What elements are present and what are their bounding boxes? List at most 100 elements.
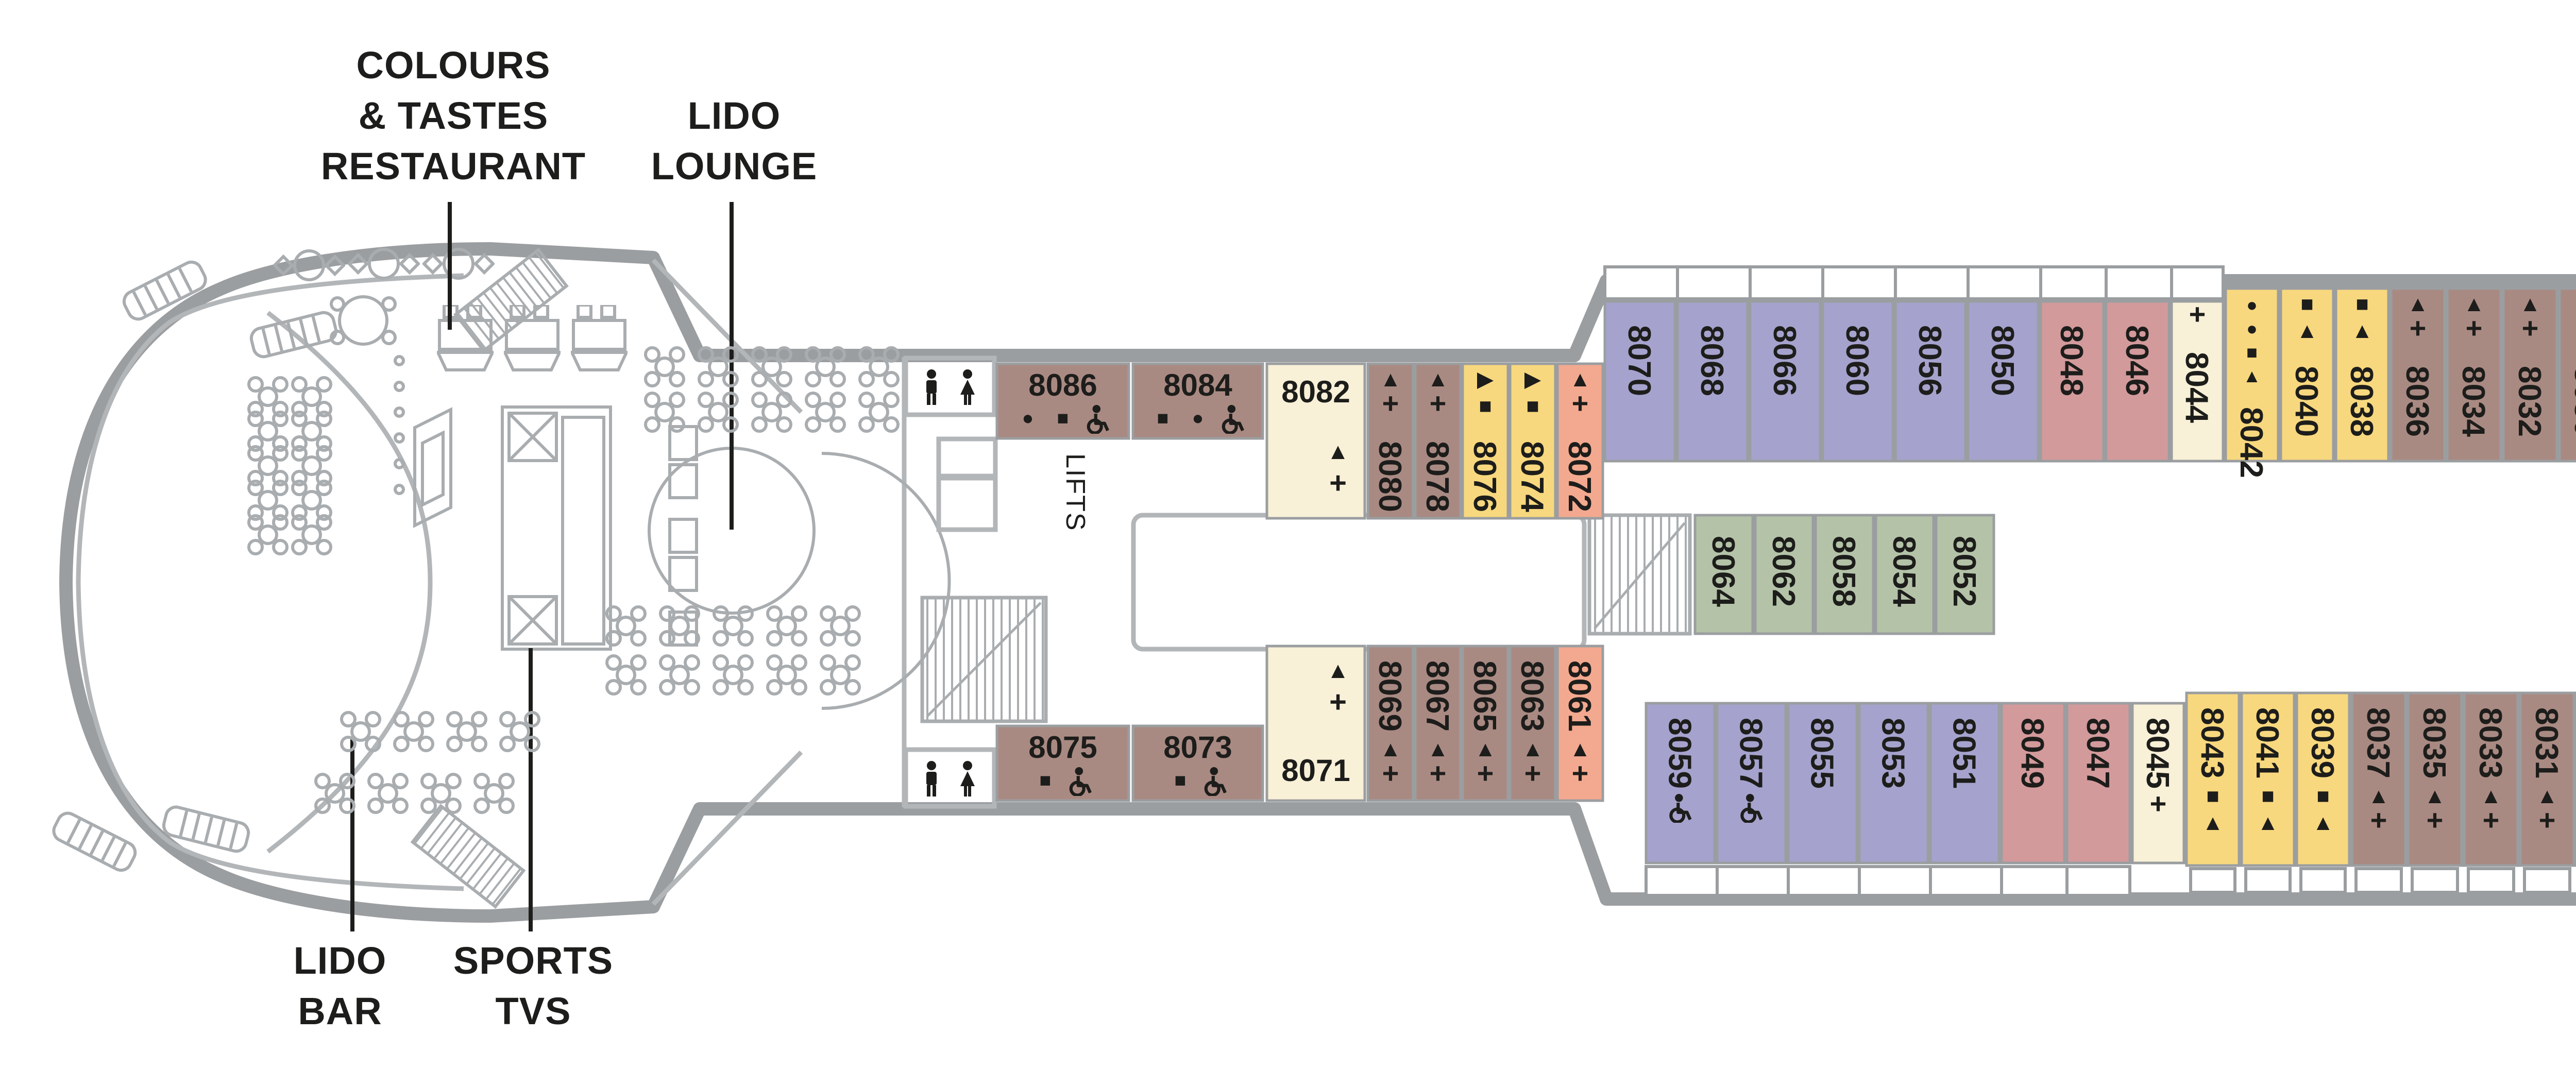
- plus-icon: +: [2427, 804, 2444, 836]
- cabin-8034[interactable]: ▲+8034: [2446, 287, 2502, 463]
- bar-stool-icon: [668, 556, 698, 592]
- cabin-8038[interactable]: ■▲8038: [2334, 287, 2390, 463]
- cabin-number: 8071: [1281, 753, 1350, 788]
- cabin-8067[interactable]: 8067▲+: [1414, 645, 1462, 802]
- cabin-8070[interactable]: 8070: [1603, 300, 1676, 463]
- cabin-number: 8056: [1912, 325, 1947, 396]
- lift-box[interactable]: [936, 476, 998, 532]
- cabin-8054[interactable]: 8054: [1874, 514, 1935, 635]
- cabin-8080[interactable]: ▲+8080: [1366, 362, 1415, 520]
- cabin-8074[interactable]: ▶■8074: [1509, 362, 1557, 520]
- cabin-number: 8060: [1839, 325, 1875, 396]
- cabin-8037[interactable]: 8037▲+: [2350, 691, 2407, 867]
- square-icon: ■: [1175, 770, 1187, 791]
- cabin-8041[interactable]: 8041■▲: [2240, 691, 2296, 867]
- plus-icon: +: [2150, 787, 2167, 820]
- cabin-number: 8030: [2568, 366, 2576, 437]
- cabin-number: 8055: [1804, 718, 1840, 789]
- cabin-8072[interactable]: ▲+8072: [1556, 362, 1604, 520]
- large-round-table-icon: [338, 295, 388, 346]
- cabin-8045[interactable]: 8045+: [2131, 702, 2185, 864]
- plus-icon: +: [1524, 757, 1541, 789]
- bow-deck-edge: [266, 311, 433, 854]
- cabin-8061[interactable]: 8061▲+: [1556, 645, 1604, 802]
- triangle-icon: ▲: [2407, 292, 2429, 316]
- cabin-number: 8080: [1372, 441, 1408, 512]
- cabin-8062[interactable]: 8062: [1754, 514, 1815, 635]
- cabin-8058[interactable]: 8058: [1814, 514, 1875, 635]
- cabin-8047[interactable]: 8047: [2065, 702, 2131, 864]
- cabin-8055[interactable]: 8055: [1787, 702, 1858, 864]
- balcony-box: [2467, 867, 2515, 894]
- cabin-8048[interactable]: 8048: [2039, 300, 2105, 463]
- cabin-8078[interactable]: ▲+8078: [1414, 362, 1462, 520]
- cabin-8073[interactable]: 8073■: [1131, 724, 1264, 802]
- triangle-icon: ▲: [2243, 365, 2261, 386]
- cabin-8066[interactable]: 8066: [1749, 300, 1822, 463]
- plus-icon: +: [2410, 312, 2427, 344]
- cabin-number: 8050: [1985, 325, 2020, 396]
- triangle-icon: ▲: [1569, 737, 1591, 761]
- square-icon: ■: [2300, 292, 2313, 316]
- cabin-8039[interactable]: 8039■▲: [2295, 691, 2351, 867]
- cabin-8069[interactable]: 8069▲+: [1366, 645, 1415, 802]
- triangle-icon: ▲: [2296, 318, 2318, 343]
- lido-bar-counter: [394, 355, 452, 528]
- cabin-8053[interactable]: 8053: [1858, 702, 1929, 864]
- cabin-8043[interactable]: 8043■▲: [2185, 691, 2241, 867]
- square-icon: ■: [1057, 408, 1069, 429]
- cabin-number: 8047: [2080, 718, 2115, 789]
- cabin-8031[interactable]: 8031▲+: [2519, 691, 2575, 867]
- cabin-8063[interactable]: 8063▲+: [1509, 645, 1557, 802]
- cabin-number: 8037: [2360, 707, 2396, 778]
- plus-icon: +: [1382, 387, 1399, 419]
- lifts-label: LIFTS: [1060, 453, 1090, 532]
- cabin-8071[interactable]: 8071▲+: [1265, 645, 1366, 802]
- cabin-number: 8067: [1419, 660, 1455, 732]
- bar-label-line1: LIDO: [294, 939, 387, 982]
- cabin-8086[interactable]: 8086●■: [995, 362, 1130, 440]
- cabin-8076[interactable]: ▶■8076: [1461, 362, 1510, 520]
- cabin-8064[interactable]: 8064: [1693, 514, 1754, 635]
- triangle-icon: ▲: [2368, 784, 2389, 808]
- cabin-number: 8043: [2194, 707, 2230, 778]
- sports-label-line1: SPORTS: [453, 939, 613, 982]
- balcony-box: [2411, 867, 2459, 894]
- cabin-8033[interactable]: 8033▲+: [2463, 691, 2519, 867]
- bar-stool-icon: [668, 518, 698, 554]
- cabin-8082[interactable]: 8082▲+: [1265, 362, 1366, 520]
- cabin-number: 8057: [1733, 718, 1769, 789]
- cabin-8065[interactable]: 8065▲+: [1461, 645, 1510, 802]
- cabin-8044[interactable]: +8044: [2170, 298, 2225, 463]
- cabin-8049[interactable]: 8049: [2000, 702, 2066, 864]
- sports-label-line2: TVS: [496, 990, 571, 1032]
- bow-inner-line: [76, 273, 464, 891]
- plus-icon: +: [2466, 312, 2483, 344]
- restaurant-wall-top: [651, 258, 803, 414]
- plus-icon: +: [1329, 466, 1347, 500]
- cabin-8051[interactable]: 8051: [1929, 702, 2001, 864]
- cabin-8084[interactable]: 8084■●: [1131, 362, 1264, 440]
- cabin-8040[interactable]: ■▲8040: [2279, 287, 2335, 463]
- cabin-8036[interactable]: ▲+8036: [2389, 287, 2446, 463]
- cabin-8068[interactable]: 8068: [1676, 300, 1749, 463]
- cabin-number: 8038: [2344, 366, 2379, 437]
- circle-icon: ●: [2246, 318, 2258, 339]
- cabin-8030[interactable]: ▲+8030: [2558, 287, 2576, 463]
- cabin-8059[interactable]: 8059: [1645, 702, 1716, 864]
- circle-icon: ●: [1022, 408, 1034, 429]
- cabin-8060[interactable]: 8060: [1821, 300, 1894, 463]
- cabin-8046[interactable]: 8046: [2105, 300, 2171, 463]
- square-icon: ■: [1157, 408, 1169, 429]
- square-icon: ■: [2246, 342, 2258, 363]
- cabin-8050[interactable]: 8050: [1967, 300, 2040, 463]
- cabin-8032[interactable]: ▲+8032: [2502, 287, 2558, 463]
- cabin-8075[interactable]: 8075■: [995, 724, 1130, 802]
- cabin-8056[interactable]: 8056: [1894, 300, 1967, 463]
- cabin-8042[interactable]: ●●■▲8042: [2224, 287, 2280, 478]
- cabin-number: 8042: [2233, 407, 2269, 478]
- cabin-8052[interactable]: 8052: [1935, 514, 1995, 635]
- cabin-number: 8048: [2054, 325, 2089, 396]
- cabin-8035[interactable]: 8035▲+: [2406, 691, 2463, 867]
- cabin-8057[interactable]: 8057: [1716, 702, 1787, 864]
